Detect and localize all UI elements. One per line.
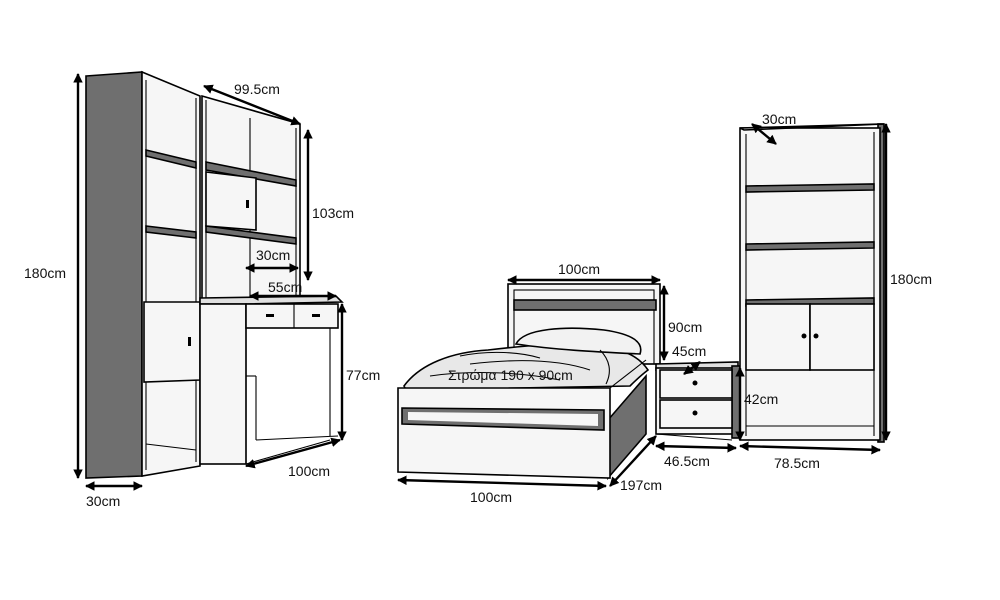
desk-drawer-handle-1 bbox=[266, 314, 274, 317]
desk-depth-label: 100cm bbox=[288, 463, 330, 479]
headboard-width-label: 100cm bbox=[558, 261, 600, 277]
nightstand-knob-2 bbox=[692, 410, 698, 416]
nightstand-knob-1 bbox=[692, 380, 698, 386]
pillow bbox=[514, 327, 642, 355]
wardrobe-door-handle bbox=[188, 337, 191, 346]
wardrobe-shelf-1 bbox=[145, 148, 197, 170]
bed-length-label: 197cm bbox=[620, 477, 662, 493]
bed-width-label: 100cm bbox=[470, 489, 512, 505]
desk-drawer-handle-2 bbox=[312, 314, 320, 317]
headboard-stripe bbox=[513, 299, 657, 311]
bookcase-shelf-2 bbox=[745, 241, 875, 251]
drawer-width-label: 55cm bbox=[268, 279, 302, 295]
nightstand-height-label: 42cm bbox=[744, 391, 778, 407]
desk-left-panel bbox=[199, 303, 247, 465]
wardrobe-front bbox=[141, 70, 201, 477]
hutch-door-handle bbox=[246, 200, 249, 208]
bookcase-width-label: 78.5cm bbox=[774, 455, 820, 471]
wardrobe-door bbox=[143, 301, 201, 383]
left-wardrobe bbox=[85, 70, 201, 479]
desk-width-label: 99.5cm bbox=[234, 81, 280, 97]
headboard-height-label: 90cm bbox=[668, 319, 702, 335]
bookcase-knob-left bbox=[801, 333, 807, 339]
bookcase-height-label: 180cm bbox=[890, 271, 932, 287]
nightstand-depth-label: 45cm bbox=[672, 343, 706, 359]
hutch-shelf-2 bbox=[205, 225, 297, 245]
left-wardrobe-height-label: 180cm bbox=[24, 265, 66, 281]
bookcase-body bbox=[739, 127, 881, 441]
bookcase-door-right bbox=[809, 303, 875, 371]
bed-footboard bbox=[397, 387, 611, 479]
desk-drawer-block bbox=[245, 303, 339, 329]
mattress-label: Στρώμα 190 x 90cm bbox=[448, 367, 573, 383]
wardrobe-side-panel bbox=[85, 71, 143, 479]
nightstand bbox=[655, 361, 741, 441]
bookcase-depth-label: 30cm bbox=[762, 111, 796, 127]
bookcase-knob-right bbox=[813, 333, 819, 339]
nightstand-width-label: 46.5cm bbox=[664, 453, 710, 469]
bookcase-shelf-1 bbox=[745, 183, 875, 193]
dimension-labels: 180cm 30cm 99.5cm 103cm 30cm 55cm 77cm 1… bbox=[24, 81, 932, 509]
bed-side-rail bbox=[607, 373, 647, 481]
left-wardrobe-depth-label: 30cm bbox=[86, 493, 120, 509]
wardrobe-shelf-2 bbox=[145, 225, 197, 239]
hutch-door bbox=[205, 171, 257, 231]
dimension-lines bbox=[73, 73, 891, 491]
hutch-height-label: 103cm bbox=[312, 205, 354, 221]
hutch-shelf-1 bbox=[205, 161, 297, 187]
bookcase bbox=[739, 123, 885, 443]
hutch-depth-label: 30cm bbox=[256, 247, 290, 263]
desk-height-label: 77cm bbox=[346, 367, 380, 383]
bookcase-door-left bbox=[745, 303, 811, 371]
